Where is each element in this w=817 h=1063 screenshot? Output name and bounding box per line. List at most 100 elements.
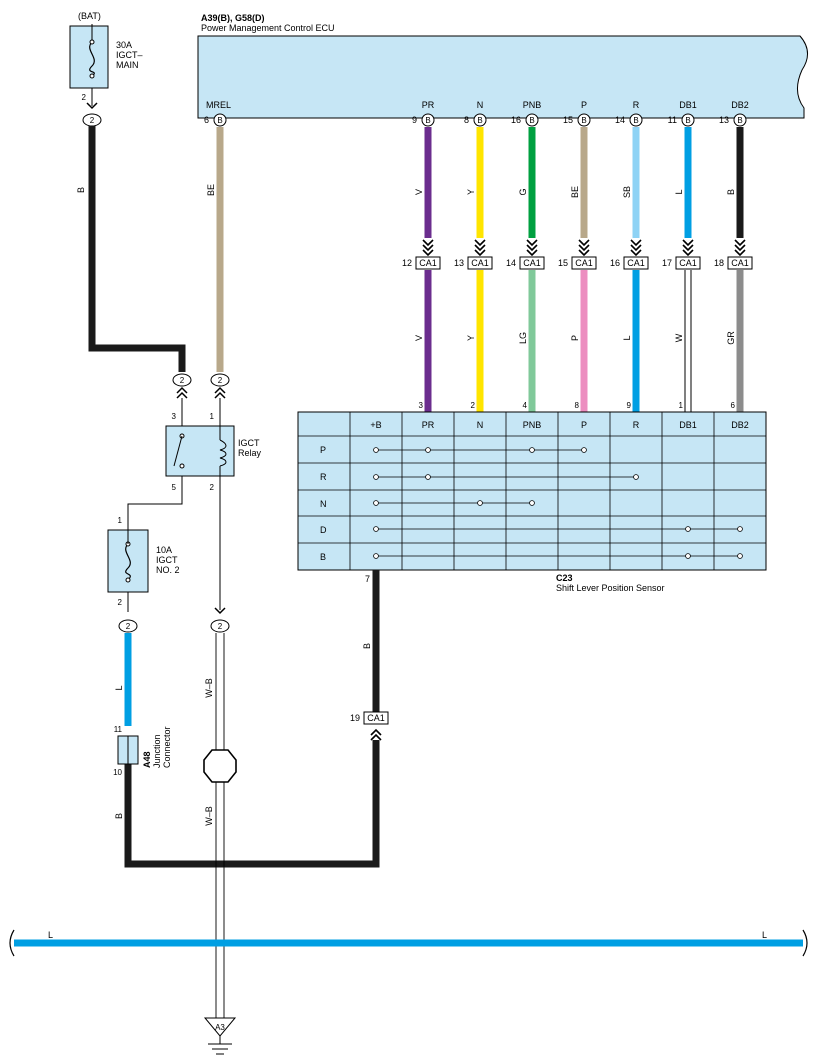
svg-text:3: 3 — [172, 412, 177, 421]
wire-code-l-lower: L — [622, 335, 632, 340]
sensor-header-plus-b: +B — [370, 420, 381, 430]
lower-wires: V Y LG P L W GR — [414, 270, 744, 412]
svg-text:B: B — [737, 116, 742, 125]
wire-code-v-lower: V — [414, 335, 424, 341]
svg-text:CA1: CA1 — [627, 258, 645, 268]
svg-text:7: 7 — [365, 574, 370, 584]
svg-text:Relay: Relay — [238, 448, 262, 458]
svg-text:IGCT–: IGCT– — [116, 50, 143, 60]
svg-text:L: L — [48, 930, 53, 940]
svg-text:2: 2 — [218, 376, 223, 385]
ecu-name: Power Management Control ECU — [201, 23, 335, 33]
svg-text:9: 9 — [412, 115, 417, 125]
svg-text:B: B — [529, 116, 534, 125]
svg-text:2: 2 — [118, 598, 123, 607]
svg-text:30A: 30A — [116, 40, 132, 50]
wire-code-lg-lower: LG — [518, 332, 528, 344]
battery-wire: B — [76, 126, 186, 372]
svg-text:CA1: CA1 — [367, 713, 385, 723]
svg-text:B: B — [362, 643, 372, 649]
svg-text:10: 10 — [113, 768, 122, 777]
svg-text:6: 6 — [204, 115, 209, 125]
ca1-pin-14: 14 — [506, 258, 516, 268]
svg-text:B: B — [633, 116, 638, 125]
svg-text:11: 11 — [668, 115, 677, 125]
sensor-row-r: R — [320, 472, 327, 482]
svg-text:11: 11 — [114, 725, 123, 734]
wire-code-be-upper: BE — [570, 186, 580, 198]
svg-text:10A: 10A — [156, 545, 172, 555]
svg-text:A3: A3 — [215, 1023, 225, 1032]
wire-code-v-upper: V — [414, 189, 424, 195]
svg-text:19: 19 — [350, 713, 360, 723]
ground-wire: 2 W–B W–B A3 — [203, 607, 237, 1055]
sensor-ground-wire: B CA1 19 — [124, 570, 389, 868]
svg-text:2: 2 — [180, 376, 185, 385]
sensor-code: C23 — [556, 573, 573, 583]
svg-text:CA1: CA1 — [523, 258, 541, 268]
svg-text:2: 2 — [471, 401, 476, 410]
svg-text:15: 15 — [563, 115, 573, 125]
wire-code-p-lower: P — [570, 335, 580, 341]
wire-code-w-lower: W — [674, 333, 684, 342]
ca1-pin-13: 13 — [454, 258, 464, 268]
svg-text:CA1: CA1 — [419, 258, 437, 268]
igct-relay: 2 2 3 1 IGCT Relay 5 2 — [127, 373, 262, 610]
mrel-wire: BE — [206, 127, 224, 372]
svg-text:DB1: DB1 — [679, 100, 697, 110]
svg-text:4: 4 — [523, 401, 528, 410]
sensor-row-p: P — [320, 445, 326, 455]
sensor-row-d: D — [320, 525, 327, 535]
svg-text:CA1: CA1 — [575, 258, 593, 268]
svg-text:5: 5 — [172, 483, 177, 492]
fuse2-wire: L — [114, 633, 132, 726]
sensor-name: Shift Lever Position Sensor — [556, 583, 665, 593]
ca1-labels: CA1 CA1 CA1 CA1 CA1 CA1 CA1 12 13 14 15 … — [402, 256, 753, 270]
svg-text:2: 2 — [218, 622, 223, 631]
sensor-row-n: N — [320, 499, 327, 509]
svg-text:A48: A48 — [142, 751, 152, 768]
svg-text:W–B: W–B — [204, 678, 214, 698]
svg-text:PR: PR — [422, 100, 435, 110]
svg-text:R: R — [633, 100, 640, 110]
wire-code-sb-upper: SB — [622, 186, 632, 198]
bus-wire: L L — [9, 929, 808, 957]
wire-code-gr-lower: GR — [726, 331, 736, 345]
ecu-mrel-label: MREL — [206, 100, 231, 110]
svg-text:2: 2 — [210, 483, 215, 492]
fuse-igct-no2: 1 10A IGCT NO. 2 2 2 — [107, 516, 180, 633]
sensor-row-b: B — [320, 552, 326, 562]
sensor-header-r: R — [633, 420, 640, 430]
svg-text:B: B — [685, 116, 690, 125]
ca1-connectors — [422, 239, 746, 257]
svg-text:PNB: PNB — [523, 100, 542, 110]
svg-text:16: 16 — [511, 115, 521, 125]
ca1-pin-17: 17 — [662, 258, 672, 268]
sensor-header-db1: DB1 — [679, 420, 697, 430]
svg-text:L: L — [114, 685, 124, 690]
svg-text:1: 1 — [679, 401, 684, 410]
svg-text:B: B — [581, 116, 586, 125]
svg-text:CA1: CA1 — [679, 258, 697, 268]
svg-text:9: 9 — [627, 401, 632, 410]
svg-text:B: B — [76, 187, 86, 193]
svg-text:Connector: Connector — [162, 726, 172, 768]
svg-text:13: 13 — [719, 115, 729, 125]
svg-text:3: 3 — [419, 401, 424, 410]
ecu-block: A39(B), G58(D) Power Management Control … — [197, 13, 808, 119]
svg-text:N: N — [477, 100, 484, 110]
svg-text:8: 8 — [575, 401, 580, 410]
sensor-header-pr: PR — [422, 420, 435, 430]
svg-text:1: 1 — [118, 516, 123, 525]
svg-text:B: B — [114, 813, 124, 819]
shift-lever-sensor: +B PR N PNB P R DB1 DB2 3 2 4 8 9 1 6 P … — [297, 401, 767, 593]
svg-text:B: B — [425, 116, 430, 125]
ca1-pin-12: 12 — [402, 258, 412, 268]
